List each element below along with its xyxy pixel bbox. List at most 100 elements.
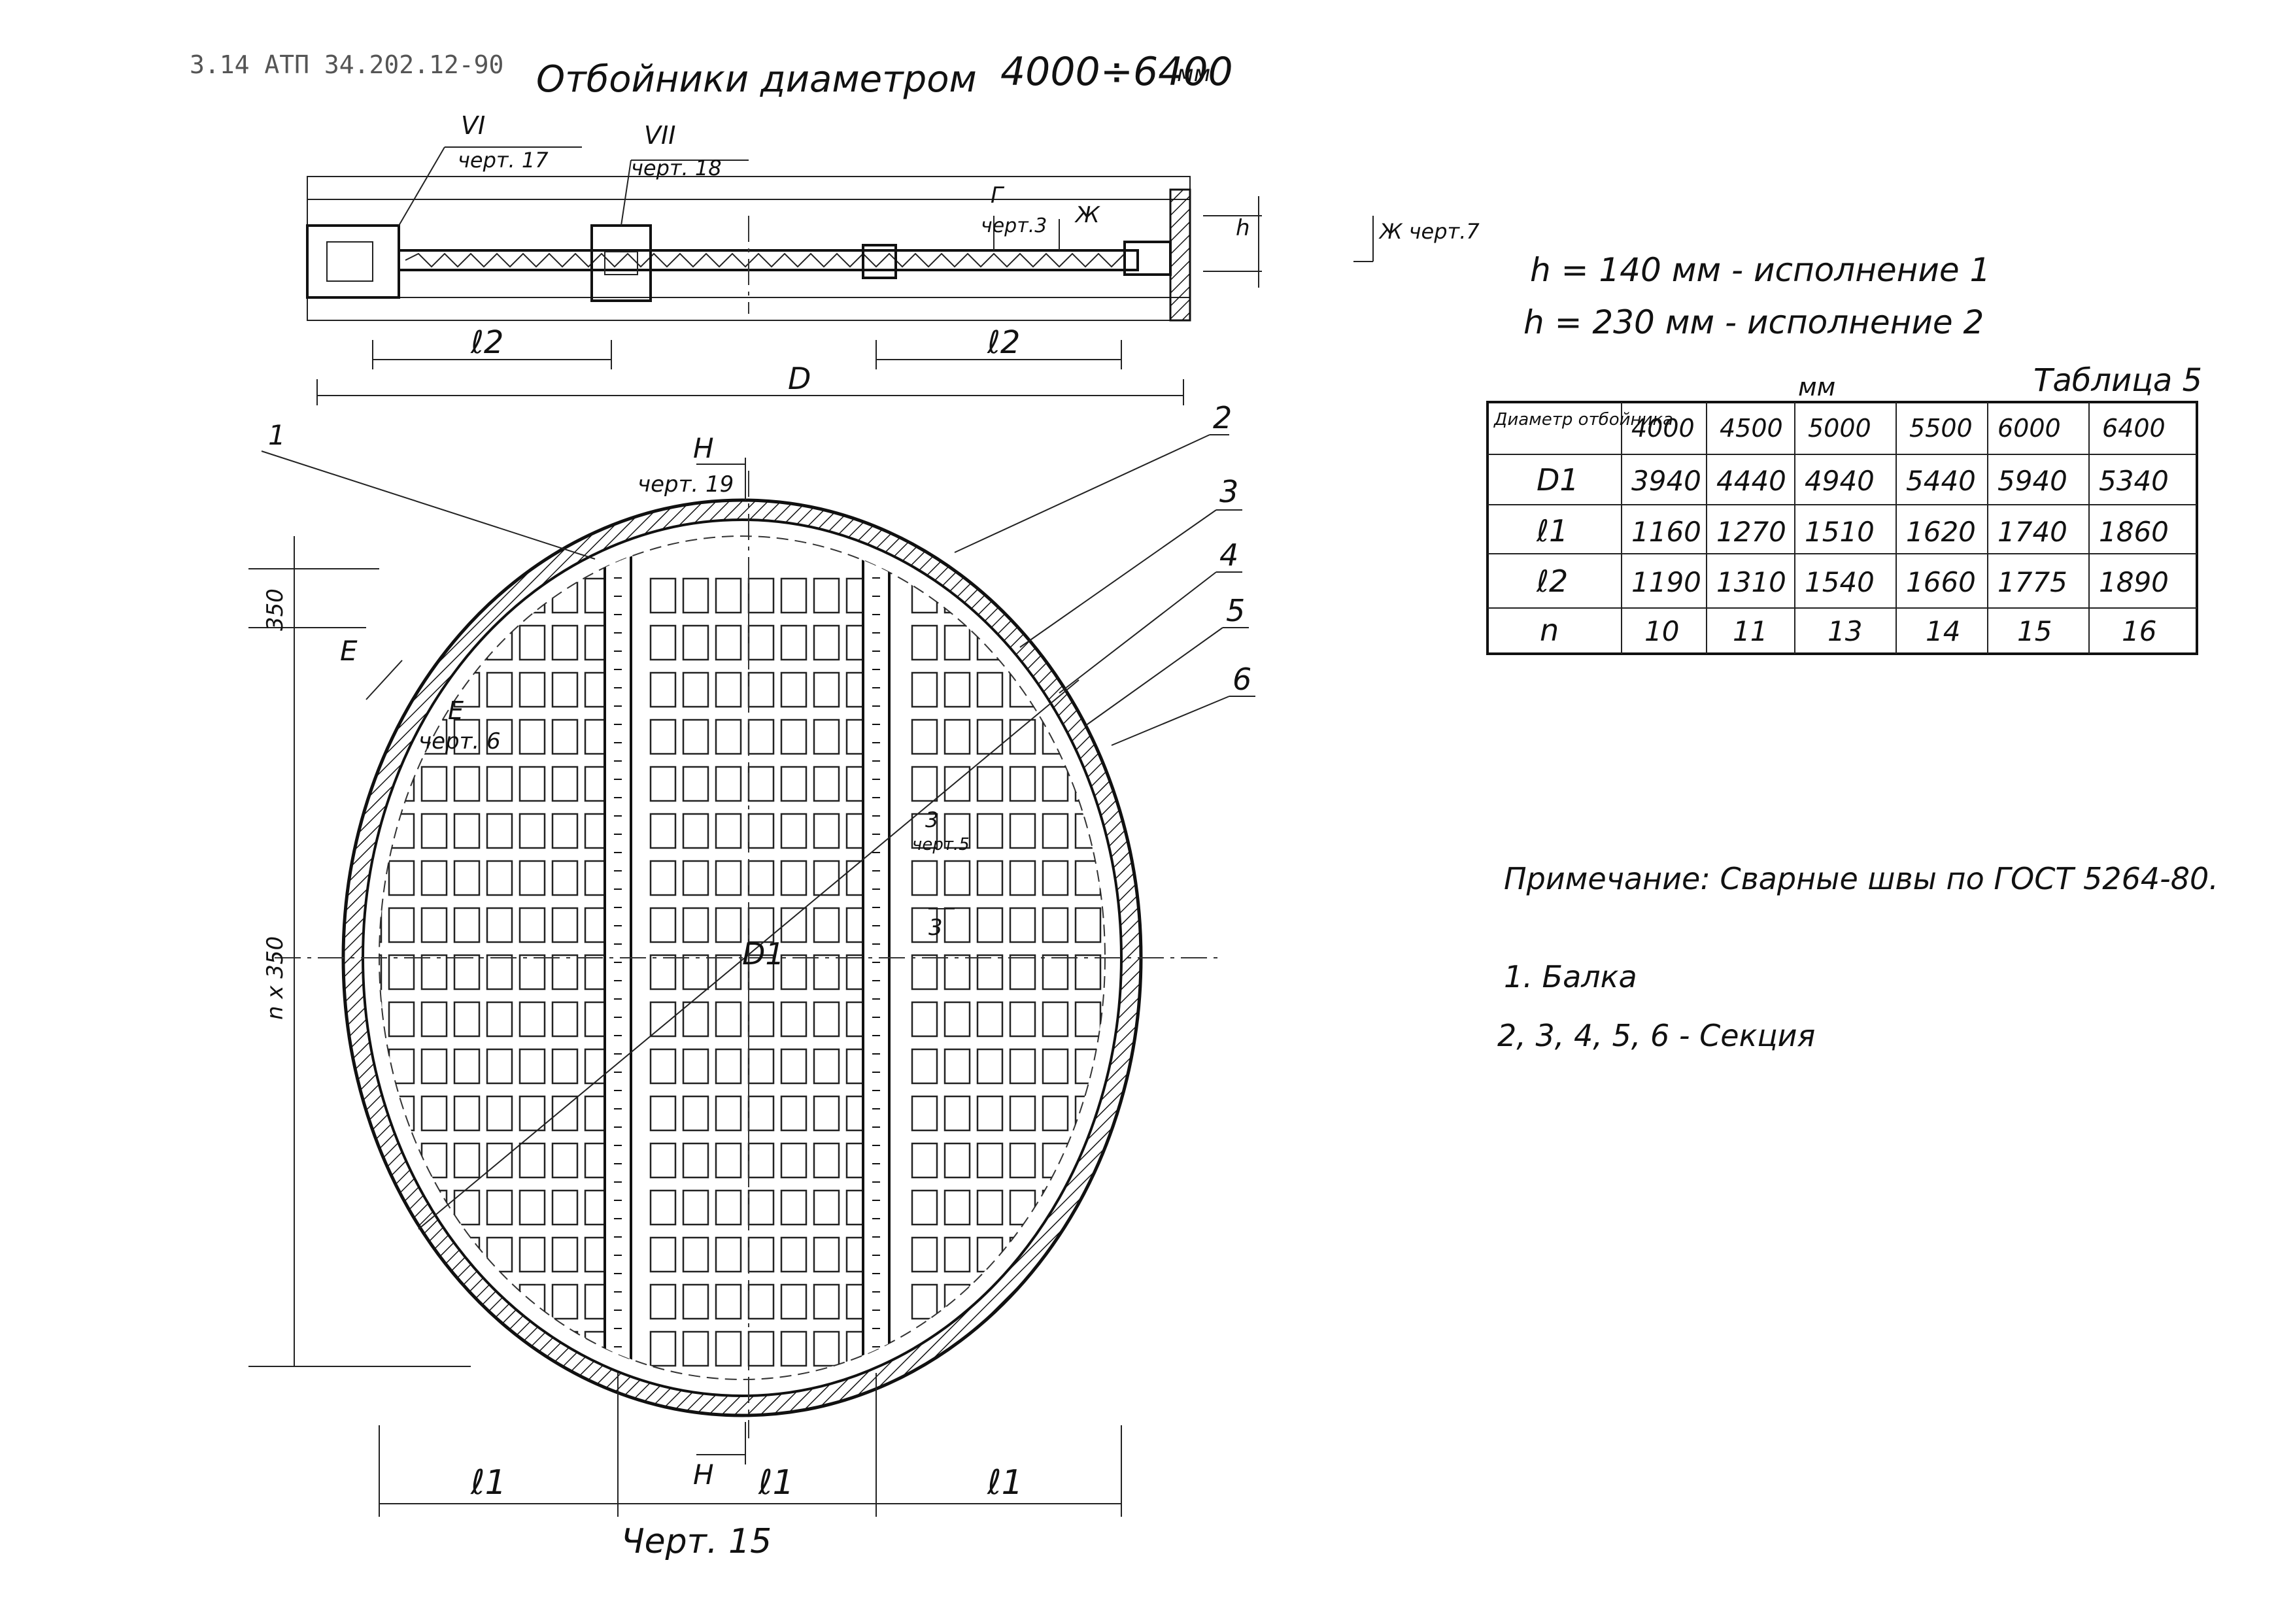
callout-1: 1: [268, 419, 286, 451]
cell: 1510: [1805, 516, 1875, 548]
grid-cell: [388, 954, 415, 990]
grid-cell: [420, 577, 448, 614]
grid-cell: [1042, 1095, 1069, 1132]
grid-cell: [1042, 577, 1069, 614]
callout-2: 2: [1213, 400, 1232, 435]
grid-cell: [551, 1142, 579, 1179]
dim-l2-left: ℓ2: [470, 324, 503, 361]
grid-cell: [944, 1095, 971, 1132]
grid-cell: [1108, 673, 1133, 707]
grid-cell: [649, 813, 677, 849]
grid-cell: [551, 766, 579, 802]
beam-right: [862, 536, 891, 1379]
grid-cell: [1074, 907, 1102, 943]
note-item-2: 2, 3, 4, 5, 6 - Секция: [1497, 1018, 1815, 1053]
ref-e-sheet: черт. 6: [418, 728, 501, 754]
ref-vi: VI: [461, 111, 485, 140]
grid-cell: [649, 1330, 677, 1367]
row-label: D1: [1537, 462, 1579, 498]
cell: 14: [1926, 615, 1960, 647]
grid-cell: [388, 1236, 415, 1273]
grid-cell: [911, 766, 938, 802]
grid-cell: [551, 1283, 579, 1320]
ref-3-sheet: черт.5: [912, 835, 970, 854]
grid-cell: [551, 1236, 579, 1273]
grid-cell: [715, 907, 742, 943]
grid-cell: [682, 1142, 709, 1179]
d1-line: [418, 679, 1080, 1230]
grid-cell: [780, 577, 808, 614]
clamp-g: [862, 244, 897, 279]
grid-cell: [388, 624, 415, 661]
grid-cell: [944, 954, 971, 990]
grid-cell: [911, 1095, 938, 1132]
grid-cell: [780, 1142, 808, 1179]
grid-cell: [944, 719, 971, 755]
grid-cell: [682, 907, 709, 943]
top-view: VI черт. 17 VII черт. 18 Г черт.3 Ж h Ж …: [306, 111, 1480, 405]
dim-h: h: [1236, 215, 1250, 241]
grid-cell: [813, 719, 840, 755]
callout-6: 6: [1232, 662, 1251, 697]
grid-cell: [813, 624, 840, 661]
grid-cell: [420, 907, 448, 943]
right-wall: [1169, 188, 1191, 322]
grid-cell: [911, 954, 938, 990]
cell: 4440: [1716, 465, 1786, 497]
grid-cell: [1074, 624, 1102, 661]
grid-cell: [682, 1236, 709, 1273]
grid-cell: [420, 954, 448, 990]
grid-cell: [649, 860, 677, 896]
grid-cell: [649, 671, 677, 708]
grid-cell: [682, 954, 709, 990]
dim-l1-a: ℓ1: [470, 1463, 507, 1502]
grid-cell: [1074, 1001, 1102, 1038]
grid-cell: [1074, 1236, 1102, 1273]
ref-vi-sheet: черт. 17: [458, 148, 549, 173]
grid-cell: [715, 1236, 742, 1273]
grid-cell: [551, 813, 579, 849]
grid-cell: [551, 671, 579, 708]
cell: 1190: [1631, 566, 1701, 598]
grid-cell: [715, 1283, 742, 1320]
row-label: n: [1540, 613, 1559, 648]
grid-cell: [780, 1095, 808, 1132]
grid-cell: [747, 1001, 775, 1038]
grid-cell: [453, 1095, 481, 1132]
grid-cell: [420, 1001, 448, 1038]
dim-d1: D1: [742, 936, 785, 972]
grid-cell: [379, 719, 382, 755]
grid-cell: [780, 1236, 808, 1273]
grid-cell: [944, 624, 971, 661]
grid-cell: [453, 1001, 481, 1038]
grid-cell: [813, 860, 840, 896]
grid-cell: [1009, 1095, 1036, 1132]
grid-cell: [944, 1048, 971, 1085]
grid-cell: [551, 624, 579, 661]
grid-cell: [649, 1095, 677, 1132]
grid-cell: [649, 907, 677, 943]
table-header-label: Диаметр отбойника: [1493, 410, 1673, 430]
grid-cell: [453, 813, 481, 849]
header: 3.14 АТП 34.202.12-90 Отбойники диаметро…: [190, 49, 1233, 101]
cell: 15: [2017, 615, 2052, 647]
grid-cell: [518, 1095, 546, 1132]
grid-cell: [518, 1142, 546, 1179]
grid-cell: [1074, 954, 1102, 990]
cell: 1310: [1716, 566, 1786, 598]
grid-cell: [518, 766, 546, 802]
beam-left: [604, 536, 632, 1379]
grid-cell: [379, 1189, 382, 1226]
grid-cell: [911, 860, 938, 896]
grid-cell: [747, 954, 775, 990]
grid-cell: [486, 1189, 513, 1226]
h-note-2: h = 230 мм - исполнение 2: [1523, 303, 1984, 341]
grid-cell: [780, 1283, 808, 1320]
cell: 1740: [1998, 516, 2067, 548]
ref-zh-view: Ж черт.7: [1378, 219, 1480, 244]
grid-cell: [682, 766, 709, 802]
grid-cell: [453, 719, 481, 755]
plan-view: D1 1 2 3 4 5 6 Н черт. 19 Н Е Е черт. 6: [248, 400, 1255, 1561]
grid-cell: [682, 1048, 709, 1085]
grid-cell: [976, 1142, 1004, 1179]
